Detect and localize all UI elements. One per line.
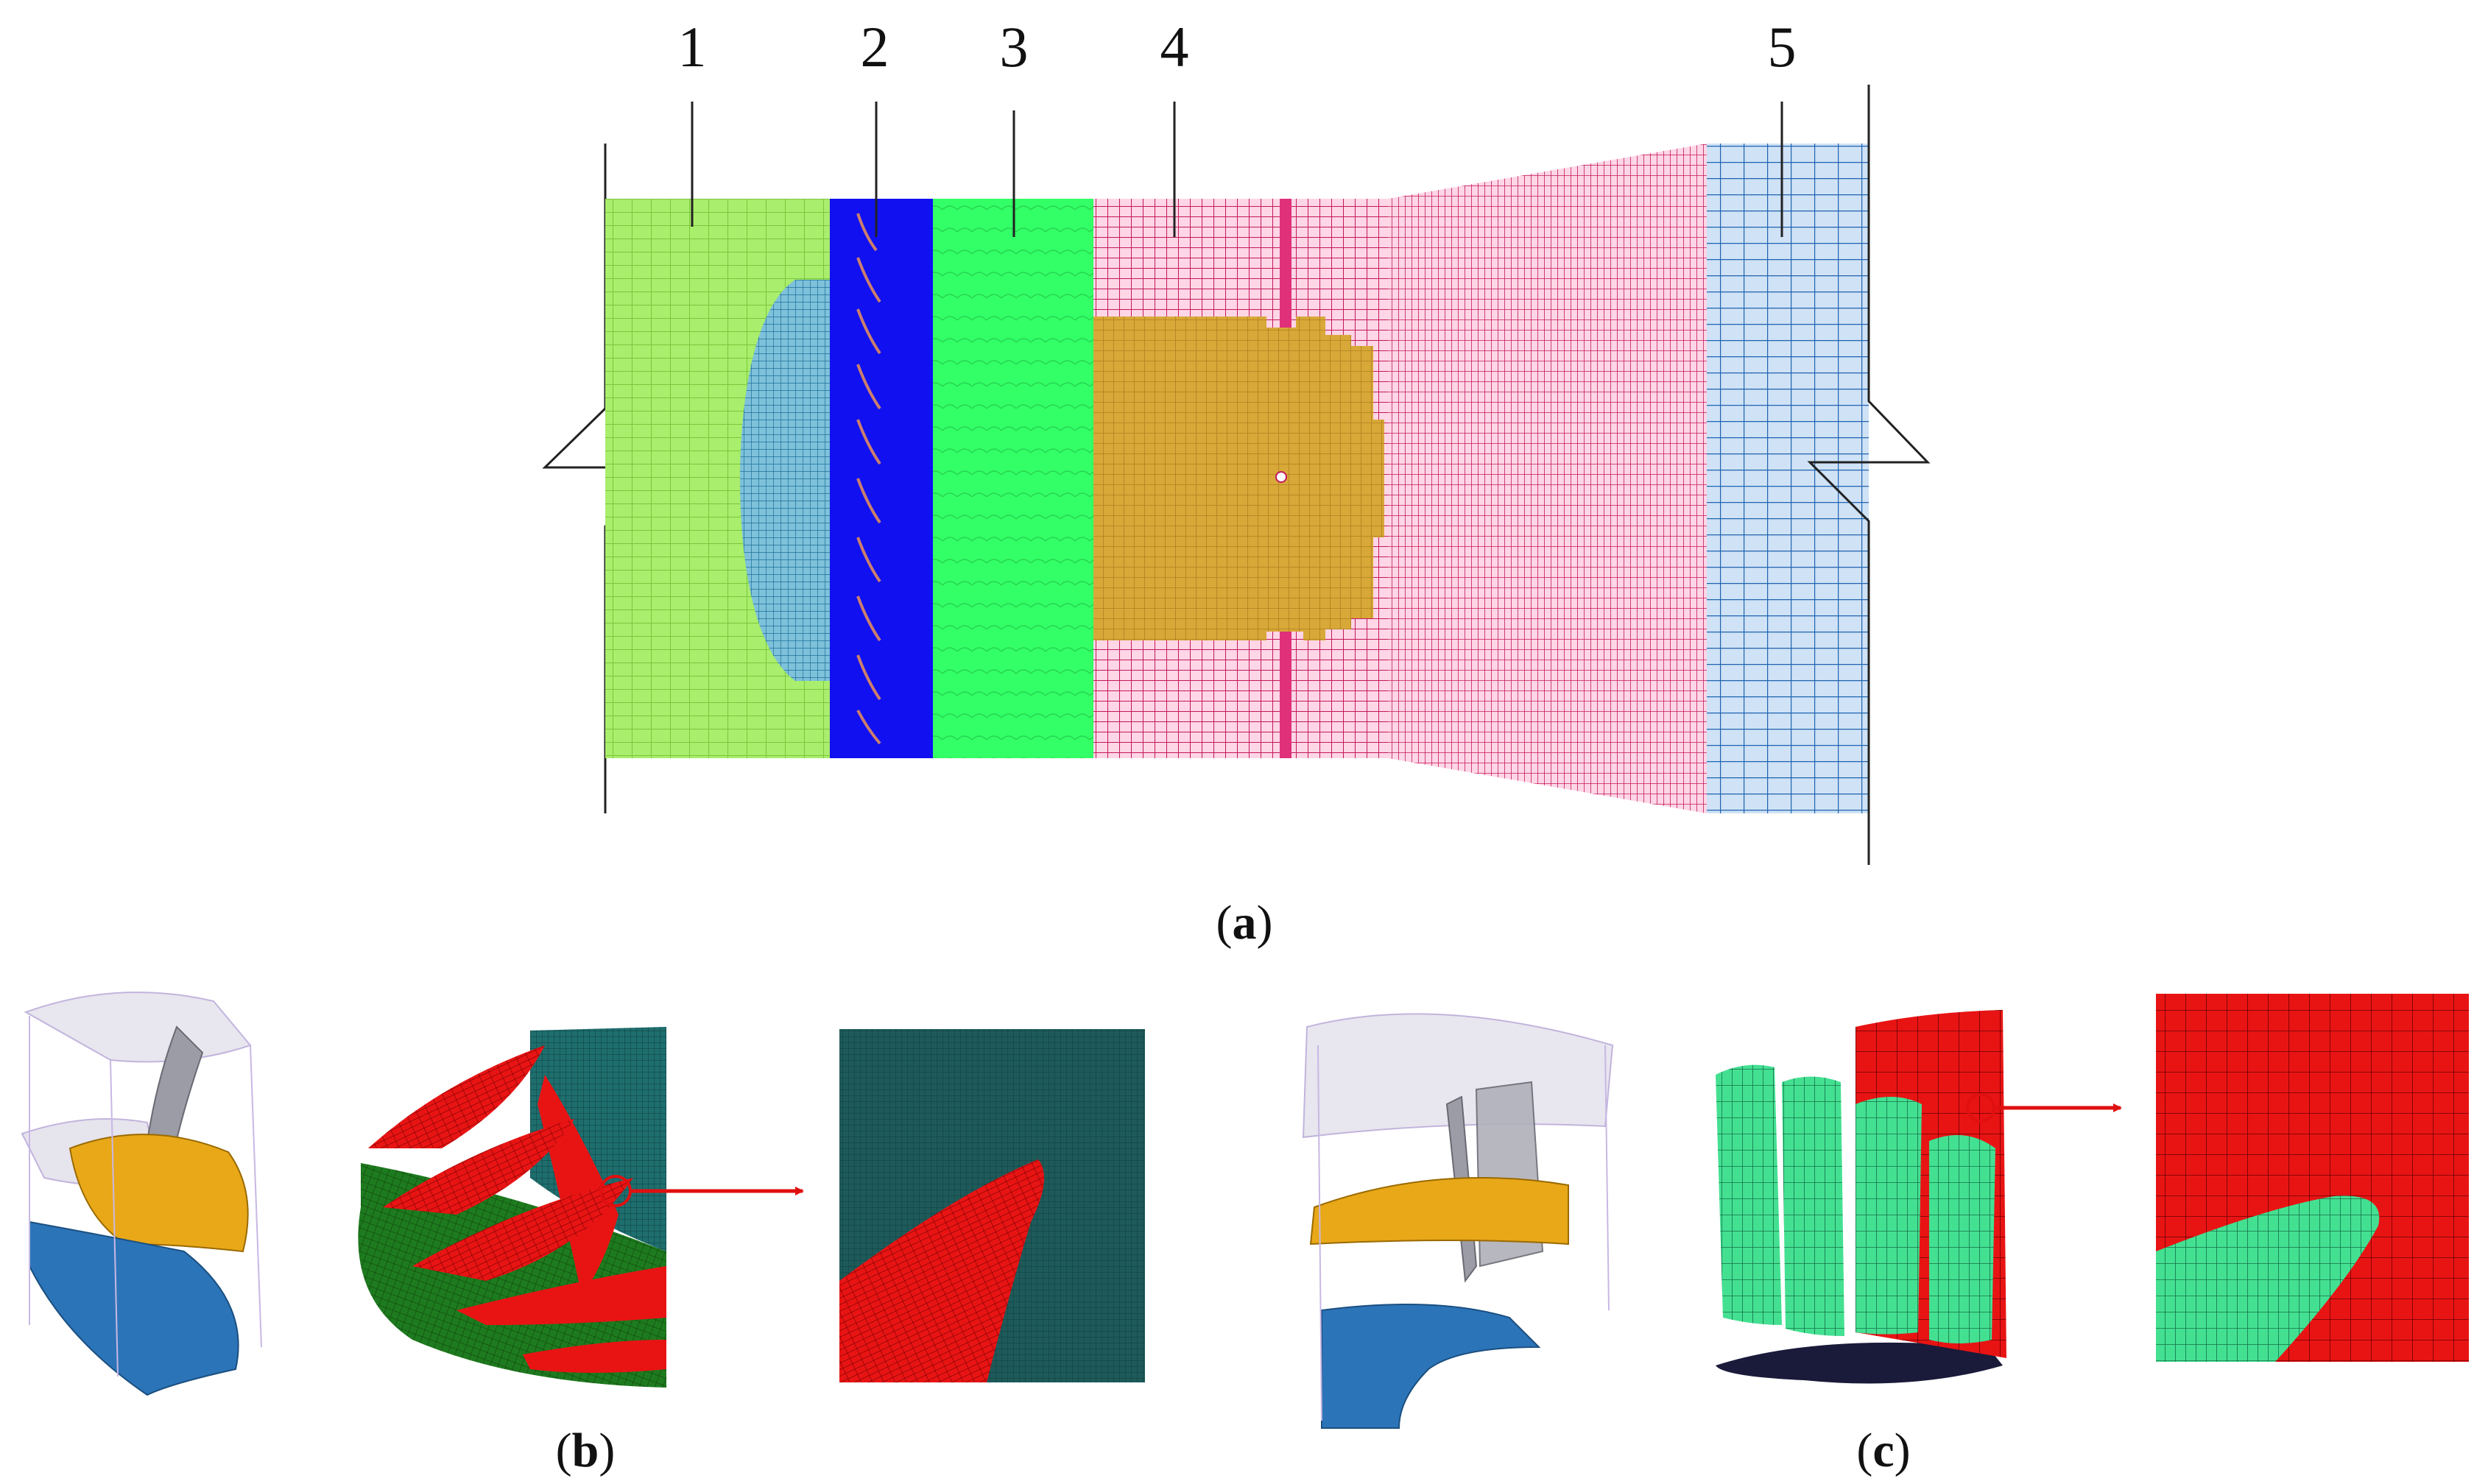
- panel-b-caption-open: (: [556, 1424, 572, 1477]
- zone-3-runner-mesh: [933, 199, 1093, 758]
- panel-c-caption: (c): [1856, 1424, 1910, 1477]
- panel-b-detail-zoom: [839, 1029, 1145, 1382]
- zone-4-draft-tube-mesh: [1093, 144, 1707, 813]
- zone-2-guide-vane-mesh: [830, 199, 933, 758]
- hub-region-mesh: [740, 280, 830, 681]
- panel-b-runner-3d-mesh: [358, 1027, 804, 1388]
- panel-b-blade-passage-schematic: [21, 992, 262, 1396]
- panel-c-blade-passage-schematic: [1302, 1013, 1614, 1429]
- zone-label-5: 5: [1768, 15, 1797, 79]
- panel-b-caption-letter: b: [572, 1424, 599, 1477]
- panel-c-vane-blades: [1716, 1064, 1995, 1343]
- panel-b-caption: (b): [556, 1424, 616, 1477]
- panel-c-guide-vane-3d-mesh: [1716, 1010, 2122, 1384]
- zone-label-1: 1: [678, 15, 707, 79]
- panel-b-runner-mesh: (b): [21, 992, 1145, 1477]
- panel-a-caption-open: (: [1216, 896, 1233, 950]
- panel-c-guide-vane-mesh: (c): [1302, 994, 2469, 1477]
- outlet-break-line: [1807, 85, 1931, 865]
- panel-c-caption-letter: c: [1872, 1424, 1894, 1477]
- panel-a-caption-close: ): [1257, 896, 1273, 950]
- panel-c-caption-open: (: [1856, 1424, 1872, 1477]
- panel-c-detail-zoom: [2156, 994, 2469, 1362]
- zone-label-4: 4: [1160, 15, 1189, 79]
- panel-c-detail-marker: [1966, 1093, 1995, 1123]
- draft-tube-cone-mesh: [1093, 317, 1384, 640]
- zone-label-3: 3: [1000, 15, 1029, 79]
- panel-a-mesh-assembly: 1 2 3 4 5 (a): [542, 15, 1931, 950]
- panel-a-caption-letter: a: [1233, 896, 1257, 950]
- zone-5-outlet-mesh: [1707, 144, 1869, 813]
- panel-a-caption: (a): [1216, 896, 1273, 950]
- zone-leader-lines: [691, 102, 1783, 237]
- panel-c-caption-close: ): [1895, 1424, 1911, 1477]
- zone-label-2: 2: [861, 15, 889, 79]
- panel-b-caption-close: ): [599, 1424, 615, 1477]
- panel-b-detail-marker: [599, 1175, 632, 1207]
